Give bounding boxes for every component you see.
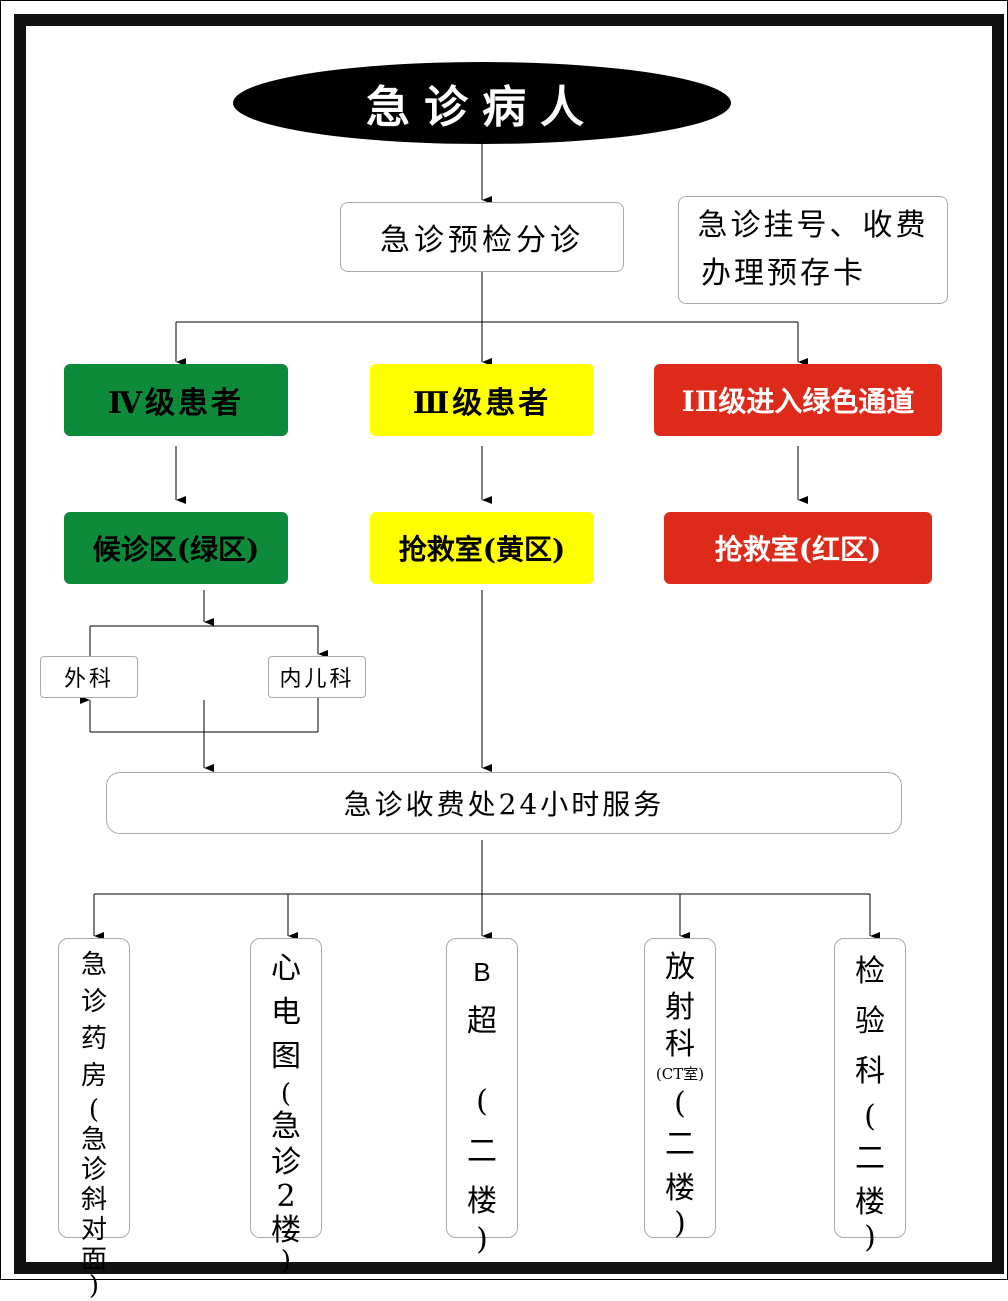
- level12-box: ⅠⅡ级进入绿色通道: [654, 364, 942, 436]
- ecg-loc-char: 急: [271, 1109, 301, 1144]
- surgery-box: 外科: [40, 656, 138, 698]
- lab-loc-char: ): [864, 1220, 876, 1255]
- yellow-zone-text: 抢救室(黄区): [398, 533, 566, 566]
- pharmacy-loc-char: (: [88, 1095, 100, 1125]
- pharmacy-loc-char: 诊: [80, 1155, 107, 1185]
- radiology-box: 放 射 科 (CT室) ( 二 楼 ): [644, 938, 716, 1241]
- ultrasound-loc-char: ): [476, 1222, 488, 1257]
- internal-pediatrics-text: 内儿科: [279, 667, 355, 692]
- registration-line1: 急诊挂号、收费: [697, 208, 929, 243]
- ecg-loc-char: 诊: [271, 1145, 301, 1180]
- level12-text: ⅠⅡ级进入绿色通道: [681, 385, 915, 418]
- ultrasound-char: B: [473, 957, 491, 987]
- ecg-loc-char: 楼: [271, 1213, 301, 1248]
- pharmacy-box: 急 诊 药 房 ( 急 诊 斜 对 面 ): [58, 938, 130, 1299]
- pharmacy-loc-char: 对: [80, 1215, 107, 1245]
- cashier-text: 急诊收费处24小时服务: [343, 788, 665, 821]
- level4-box: Ⅳ级患者: [64, 364, 288, 436]
- ecg-box: 心 电 图 ( 急 诊 2 楼 ): [250, 938, 322, 1274]
- ecg-loc-char: (: [280, 1079, 292, 1109]
- pharmacy-loc-char: ): [88, 1271, 100, 1301]
- ultrasound-loc-char: (: [476, 1084, 488, 1119]
- pharmacy-char: 房: [80, 1061, 107, 1091]
- pharmacy-char: 急: [80, 950, 107, 980]
- pharmacy-char: 诊: [80, 987, 107, 1017]
- radiology-char: 射: [665, 990, 695, 1025]
- level3-text: Ⅲ级患者: [412, 386, 552, 421]
- title-emergency-patient: 急诊病人: [233, 62, 731, 144]
- triage-box: 急诊预检分诊: [340, 202, 624, 272]
- level3-box: Ⅲ级患者: [370, 364, 594, 436]
- cashier-box: 急诊收费处24小时服务: [106, 772, 902, 834]
- ultrasound-loc-char: 二: [467, 1134, 497, 1169]
- pharmacy-char: 药: [80, 1024, 107, 1054]
- registration-box: 急诊挂号、收费 办理预存卡: [678, 196, 948, 304]
- radiology-ct-note: (CT室): [655, 1065, 705, 1083]
- radiology-loc-char: ): [674, 1206, 686, 1241]
- surgery-text: 外科: [63, 667, 114, 692]
- lab-char: 检: [855, 954, 885, 989]
- pharmacy-loc-char: 急: [80, 1125, 107, 1155]
- radiology-loc-char: 楼: [665, 1171, 695, 1206]
- radiology-loc-char: (: [674, 1086, 686, 1121]
- radiology-loc-char: 二: [665, 1127, 695, 1162]
- pharmacy-loc-char: 面: [80, 1245, 107, 1275]
- radiology-char: 放: [665, 950, 695, 985]
- red-zone-text: 抢救室(红区): [714, 533, 882, 566]
- lab-loc-char: (: [864, 1099, 876, 1134]
- radiology-char: 科: [665, 1027, 695, 1062]
- ecg-char: 心: [271, 951, 301, 986]
- ultrasound-box: B 超 ( 二 楼 ): [446, 938, 518, 1255]
- triage-text: 急诊预检分诊: [380, 223, 584, 258]
- ecg-loc-char: ): [280, 1246, 292, 1276]
- ecg-loc-char: 2: [276, 1179, 296, 1214]
- ultrasound-loc-char: 楼: [467, 1184, 497, 1219]
- lab-box: 检 验 科 ( 二 楼 ): [834, 938, 906, 1253]
- lab-char: 科: [855, 1054, 885, 1089]
- internal-pediatrics-box: 内儿科: [268, 656, 366, 698]
- level4-text: Ⅳ级患者: [107, 386, 245, 421]
- yellow-zone-box: 抢救室(黄区): [370, 512, 594, 584]
- lab-loc-char: 二: [855, 1141, 885, 1176]
- ultrasound-char: 超: [467, 1004, 497, 1039]
- pharmacy-loc-char: 斜: [80, 1185, 107, 1215]
- lab-char: 验: [855, 1004, 885, 1039]
- ecg-char: 电: [271, 995, 301, 1030]
- lab-loc-char: 楼: [855, 1185, 885, 1220]
- green-zone-text: 候诊区(绿区): [92, 533, 260, 566]
- ecg-char: 图: [271, 1039, 301, 1074]
- registration-line2: 办理预存卡: [701, 256, 866, 291]
- red-zone-box: 抢救室(红区): [664, 512, 932, 584]
- green-zone-box: 候诊区(绿区): [64, 512, 288, 584]
- title-text: 急诊病人: [366, 82, 598, 133]
